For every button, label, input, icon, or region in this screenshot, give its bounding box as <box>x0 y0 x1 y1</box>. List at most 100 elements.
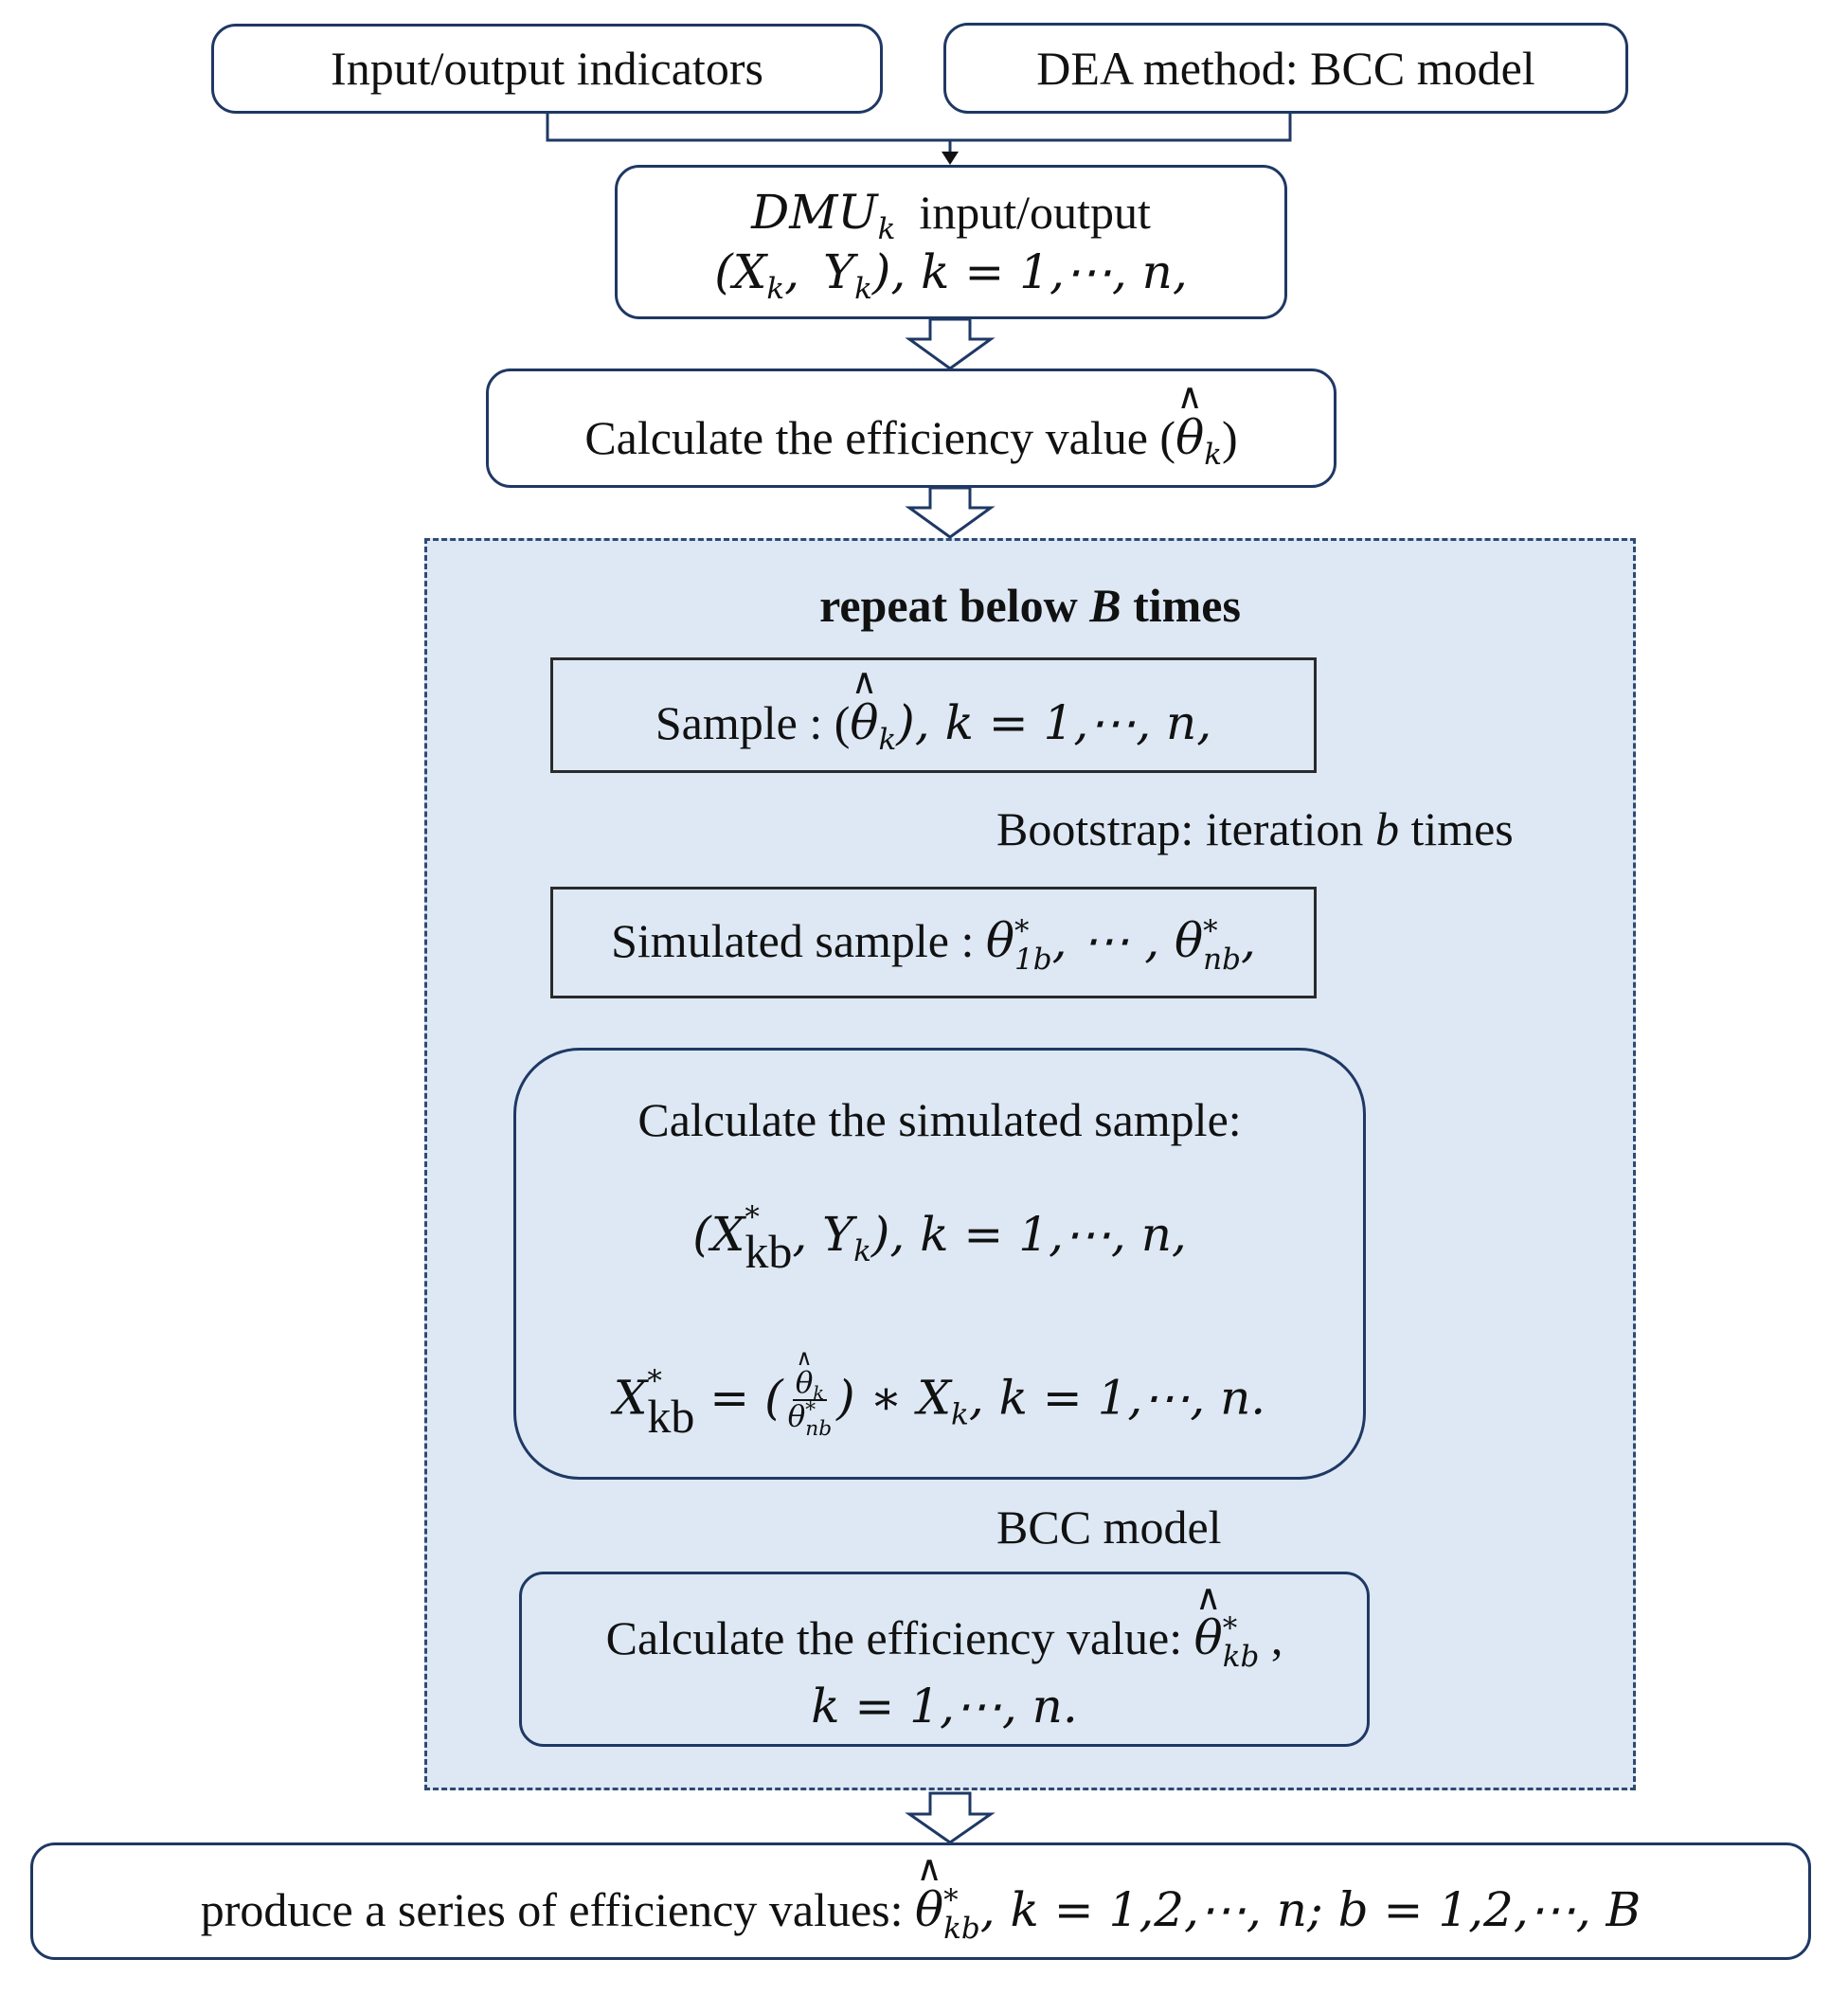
ratio-den-sup: * <box>805 1398 816 1423</box>
simulated-script-1: *1b <box>1014 914 1052 977</box>
calc2-line1: Calculate the efficiency value: θ*kb , <box>606 1609 1283 1671</box>
simulated-tail: , <box>1240 913 1256 969</box>
dmu-box: DMUk input/output (Xk, Yk), k = 1,⋯, n, <box>615 165 1287 319</box>
calc2-sup: * <box>1222 1611 1238 1646</box>
final-sup: * <box>943 1883 959 1918</box>
calc-sim-x: X <box>710 1206 745 1262</box>
simulated-script-2: *nb <box>1203 914 1241 977</box>
calc-sim-x-script: *kb <box>745 1199 793 1279</box>
final-line: produce a series of efficiency values: θ… <box>201 1880 1642 1943</box>
calc-sim-x-sup: * <box>745 1199 760 1234</box>
sample-prefix: Sample : ( <box>655 695 851 749</box>
input-output-indicators-label: Input/output indicators <box>331 42 763 96</box>
final-script: *kb <box>943 1883 980 1943</box>
simulated-sub-2: nb <box>1203 942 1241 977</box>
calculate-simulated-box: Calculate the simulated sample: (X*kb, Y… <box>513 1048 1366 1480</box>
simulated-sample-box: Simulated sample : θ*1b, ⋯ , θ*nb, <box>550 887 1317 998</box>
calculate-efficiency-text: Calculate the efficiency value ( <box>584 410 1176 464</box>
final-result-box: produce a series of efficiency values: θ… <box>30 1842 1811 1960</box>
dmu-x-sub: k <box>766 271 785 306</box>
calc-sim-x-sub: kb <box>745 1225 793 1279</box>
dmu-symbol: DMU <box>751 185 878 240</box>
loop-title-var: B <box>1089 579 1121 632</box>
ratio-den-theta: θ <box>787 1399 806 1434</box>
dmu-line2: (Xk, Yk), k = 1,⋯, n, <box>714 243 1188 304</box>
ratio-den-sub: nb <box>805 1416 833 1441</box>
ratio-num-theta: θ <box>796 1368 814 1399</box>
calc-sim-line3: X*kb = (θkθ*nb) ∗ Xk, k = 1,⋯, n. <box>613 1363 1266 1443</box>
calculate-efficiency-line: Calculate the efficiency value (θk) <box>584 408 1238 470</box>
calculate-efficiency-box: Calculate the efficiency value (θk) <box>486 368 1337 488</box>
calc-sim-formula-x2-sub: k <box>951 1397 969 1432</box>
calc-sim-line1: Calculate the simulated sample: <box>637 1093 1242 1146</box>
dmu-pair-tail: ), k = 1,⋯, n, <box>871 243 1188 299</box>
dmu-x: X <box>732 243 767 299</box>
dmu-y-sub: k <box>854 271 872 306</box>
connector-arrowhead <box>942 152 959 165</box>
calc-sim-formula-mul: ) ∗ <box>836 1370 918 1426</box>
calc-sim-y-sub: k <box>853 1233 871 1268</box>
bcc-model-label: BCC model <box>996 1501 1222 1554</box>
dmu-y: Y <box>823 243 855 299</box>
calc-sim-y: Y <box>822 1206 854 1262</box>
simulated-prefix: Simulated sample : <box>611 914 986 968</box>
sample-theta-sub: k <box>878 722 897 757</box>
block-arrow-1 <box>905 317 996 370</box>
calc-sim-formula-x: X <box>613 1370 648 1426</box>
calc2-line2: k = 1,⋯, n. <box>811 1679 1078 1734</box>
ratio-denominator: θ*nb <box>785 1398 835 1441</box>
ratio-fraction: θkθ*nb <box>785 1368 835 1438</box>
simulated-sub-1: 1b <box>1014 942 1052 977</box>
theta-hat-sub: k <box>1204 437 1222 472</box>
calc-sim-mid: , <box>792 1206 823 1262</box>
calc2-sub: kb <box>1222 1639 1260 1674</box>
calc-sim-formula-x2: X <box>917 1370 952 1426</box>
final-theta: θ <box>915 1880 943 1940</box>
dea-method-box: DEA method: BCC model <box>943 23 1628 114</box>
calc-sim-formula-eq: = ( <box>694 1370 783 1426</box>
loop-title-pre: repeat below <box>819 579 1090 632</box>
simulated-sup-1: * <box>1014 914 1030 949</box>
sample-suffix: ), k = 1,⋯, n, <box>896 694 1212 750</box>
loop-title: repeat below B times <box>424 578 1636 633</box>
simulated-theta-1: θ <box>985 913 1014 969</box>
calc2-script: *kb <box>1222 1611 1260 1674</box>
calc2-theta: θ <box>1194 1609 1223 1668</box>
sample-theta: θ <box>850 693 878 753</box>
calculate-bootstrap-efficiency-box: Calculate the efficiency value: θ*kb , k… <box>519 1572 1370 1747</box>
calc-sim-tail: ), k = 1,⋯, n, <box>870 1206 1187 1262</box>
bootstrap-var: b <box>1374 802 1399 855</box>
calc-sim-formula-x-script: *kb <box>647 1363 695 1443</box>
simulated-theta-2: θ <box>1175 913 1204 969</box>
dmu-line1: DMUk input/output <box>751 183 1151 246</box>
dmu-pair-open: ( <box>714 243 733 299</box>
final-tail: , k = 1,2,⋯, n; b = 1,2,⋯, B <box>979 1882 1642 1938</box>
ratio-den-script: *nb <box>805 1398 833 1441</box>
calc-sim-formula-tail: , k = 1,⋯, n. <box>968 1370 1266 1426</box>
bootstrap-pre: Bootstrap: iteration <box>996 802 1375 855</box>
calc-sim-formula-x-sup: * <box>647 1363 662 1398</box>
ratio-num-sub: k <box>813 1382 825 1405</box>
calc-sim-line2: (X*kb, Yk), k = 1,⋯, n, <box>692 1199 1187 1279</box>
connector-left <box>546 114 950 142</box>
dmu-sub: k <box>877 212 896 246</box>
bootstrap-label: Bootstrap: iteration b times <box>996 801 1514 856</box>
dea-method-label: DEA method: BCC model <box>1036 41 1535 95</box>
final-text: produce a series of efficiency values: <box>200 1883 915 1937</box>
theta-hat: θ <box>1175 408 1204 468</box>
ratio-numerator: θk <box>792 1368 828 1403</box>
connector-right <box>950 114 1292 142</box>
calc2-tail: , <box>1259 1611 1283 1665</box>
simulated-sup-2: * <box>1203 914 1218 949</box>
calculate-efficiency-close: ) <box>1222 410 1238 464</box>
block-arrow-4 <box>905 1791 996 1844</box>
calc-sim-formula-x-sub: kb <box>647 1389 695 1443</box>
simulated-sample-line: Simulated sample : θ*1b, ⋯ , θ*nb, <box>611 911 1256 974</box>
bootstrap-post: times <box>1398 802 1514 855</box>
block-arrow-2 <box>905 486 996 539</box>
calc-sim-open: ( <box>692 1206 711 1262</box>
sample-box: Sample : (θk), k = 1,⋯, n, <box>550 657 1317 773</box>
dmu-pair-sep: , <box>784 243 800 299</box>
loop-title-post: times <box>1121 579 1241 632</box>
sample-line: Sample : (θk), k = 1,⋯, n, <box>655 693 1212 755</box>
